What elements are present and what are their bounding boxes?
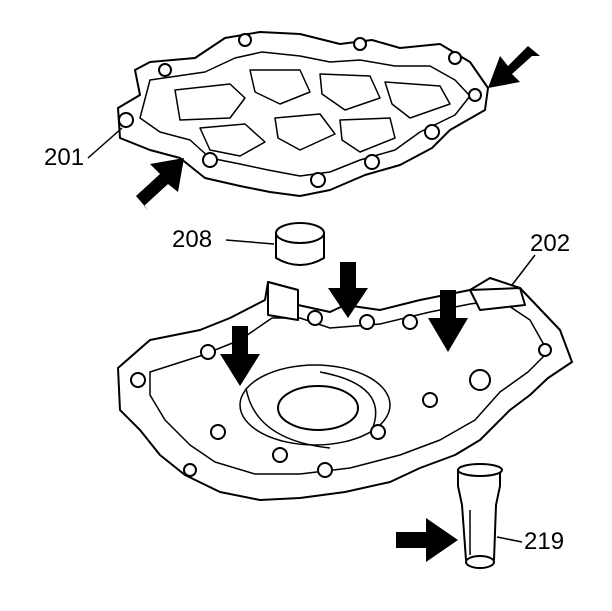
- seal-plug-208: [275, 222, 325, 266]
- cover-plate-201: [117, 31, 489, 197]
- label-201: 201: [44, 144, 85, 171]
- arrow-cover-right: [488, 46, 540, 88]
- leader-208: [225, 239, 275, 245]
- leader-201: [87, 127, 123, 159]
- label-208: 208: [172, 226, 213, 253]
- label-202: 202: [530, 230, 571, 257]
- arrow-body-left: [220, 326, 260, 386]
- arrow-cover-left: [136, 158, 184, 210]
- arrow-body-top: [328, 262, 368, 318]
- pickup-tube-219: [457, 463, 503, 569]
- arrow-body-right: [428, 290, 468, 352]
- leader-219: [496, 536, 523, 543]
- leader-202: [511, 254, 536, 286]
- label-219: 219: [524, 528, 565, 555]
- arrow-pickup: [396, 518, 458, 562]
